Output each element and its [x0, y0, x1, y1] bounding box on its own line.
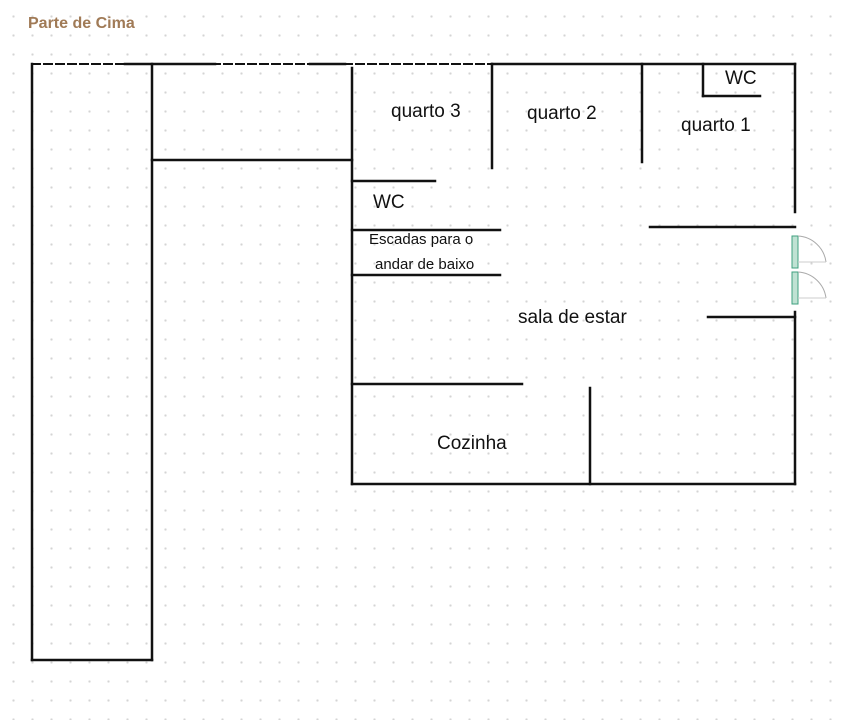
room-label-wc-top: WC: [725, 68, 757, 89]
page-title: Parte de Cima: [28, 15, 135, 32]
room-label-wc-mid: WC: [373, 192, 405, 213]
room-label-cozinha: Cozinha: [437, 433, 507, 454]
stairs-label-line1: Escadas para o: [369, 231, 474, 248]
room-label-sala-de-estar: sala de estar: [518, 307, 627, 328]
room-label-quarto-3: quarto 3: [391, 101, 461, 122]
room-label-quarto-1: quarto 1: [681, 115, 751, 136]
stairs-label-line2: andar de baixo: [375, 256, 475, 273]
room-label-quarto-2: quarto 2: [527, 103, 597, 124]
entrance-door: [791, 235, 827, 305]
